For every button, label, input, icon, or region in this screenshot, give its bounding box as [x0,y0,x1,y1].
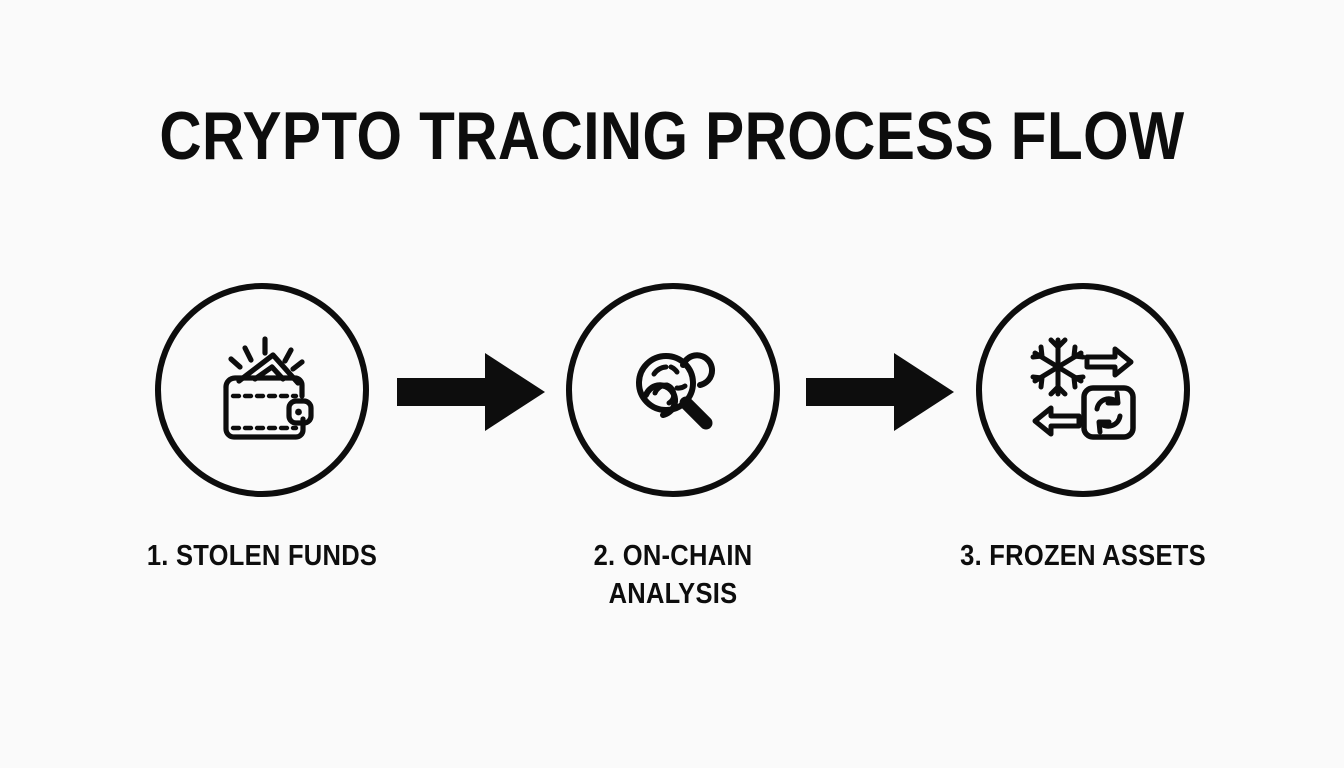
step-1-circle [155,283,369,497]
process-flow-steps: 1. STOLEN FUNDS [0,283,1344,623]
process-step-3[interactable]: 3. FROZEN ASSETS [933,283,1233,575]
wallet-with-cash-icon [203,331,321,449]
snowflake-transfer-sync-icon [1024,331,1142,449]
arrow-right-icon-2 [806,349,956,435]
arrow-right-icon-1 [397,349,547,435]
step-1-label: 1. STOLEN FUNDS [146,540,378,572]
magnifier-network-icon [614,331,732,449]
process-step-1[interactable]: 1. STOLEN FUNDS [112,283,412,575]
step-3-circle [976,283,1190,497]
step-2-circle [566,283,780,497]
process-step-2[interactable]: 2. ON-CHAIN ANALYSIS [523,283,823,613]
step-2-label: 2. ON-CHAIN ANALYSIS [593,540,753,610]
page-title: CRYPTO TRACING PROCESS FLOW [159,98,1185,174]
step-3-label: 3. FROZEN ASSETS [960,540,1206,572]
